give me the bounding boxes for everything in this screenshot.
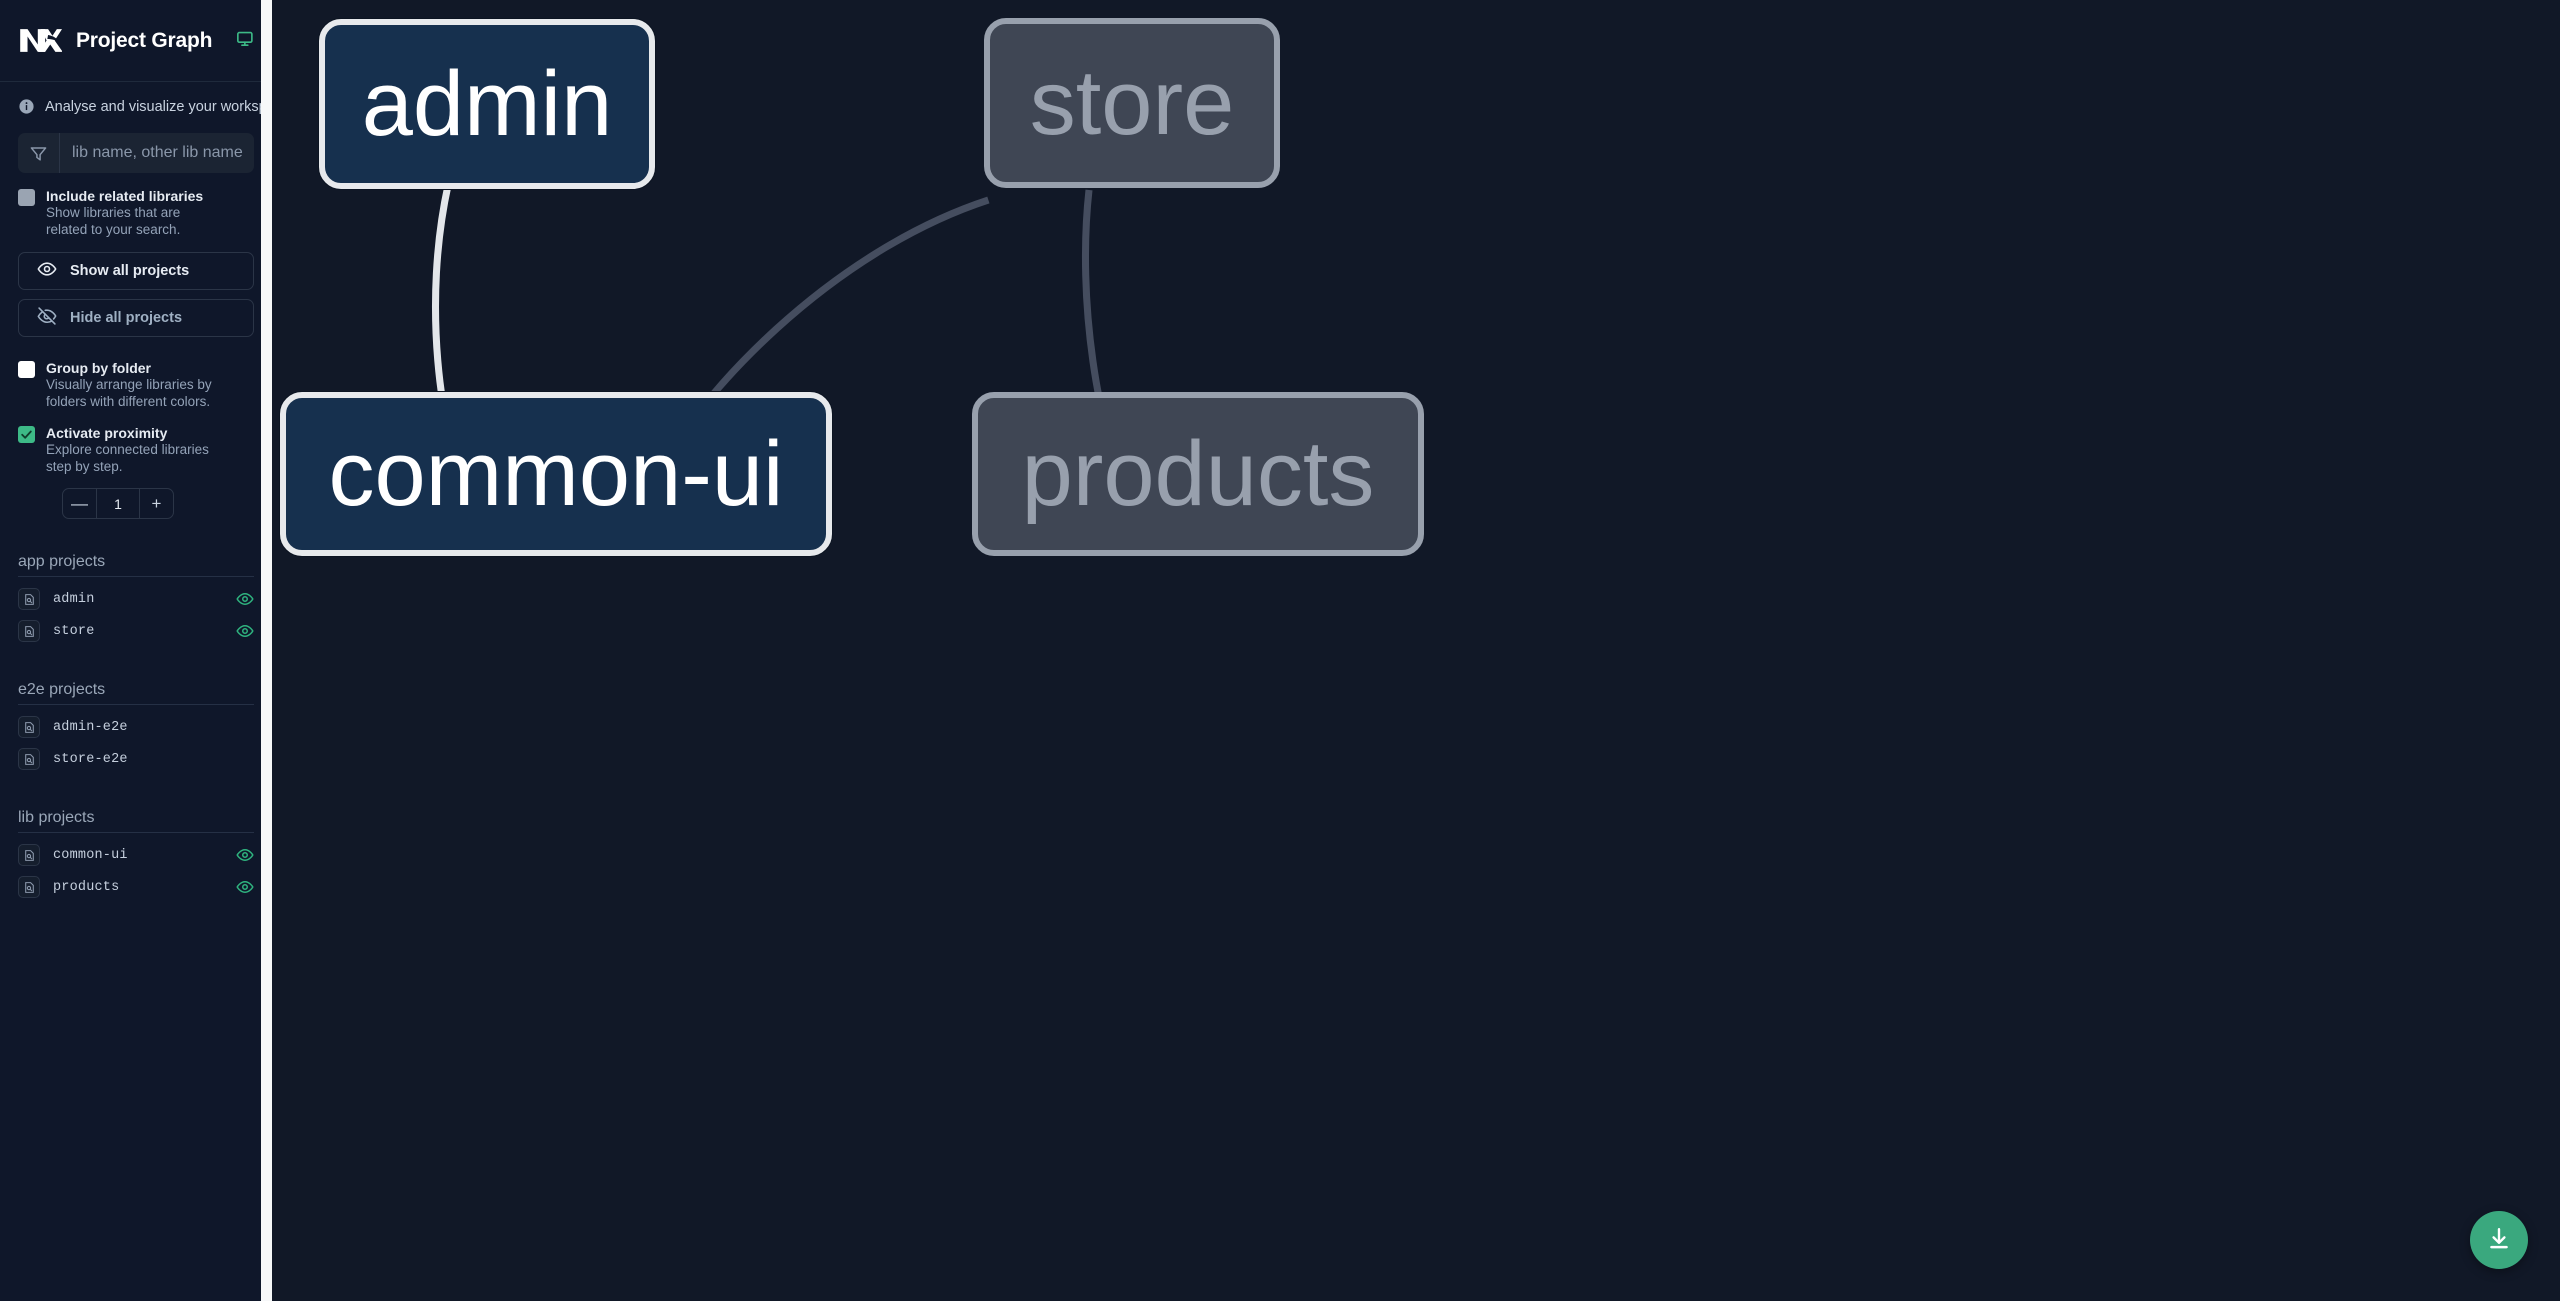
- group-by-folder-checkbox[interactable]: [18, 361, 35, 378]
- project-visibility-eye-icon[interactable]: [236, 590, 254, 608]
- show-all-projects-button[interactable]: Show all projects: [18, 252, 254, 290]
- project-name: store-e2e: [53, 751, 128, 767]
- group-title: e2e projects: [18, 681, 106, 698]
- graph-canvas[interactable]: admin store common-ui products: [272, 0, 2560, 1301]
- option-description: Show libraries that are related to your …: [46, 205, 181, 237]
- hide-all-projects-button[interactable]: Hide all projects: [18, 299, 254, 337]
- proximity-decrement-button[interactable]: —: [63, 489, 97, 518]
- project-row-store-e2e[interactable]: store-e2e: [18, 743, 254, 775]
- hide-all-projects-label: Hide all projects: [70, 310, 183, 326]
- project-group-app: app projects admin: [0, 553, 272, 647]
- divider: [18, 704, 254, 705]
- option-title: Include related libraries: [46, 188, 204, 204]
- graph-node-label: common-ui: [328, 423, 784, 525]
- option-group-by-folder[interactable]: Group by folder Visually arrange librari…: [0, 337, 272, 410]
- group-title: app projects: [18, 553, 106, 570]
- option-include-related-libraries[interactable]: Include related libraries Show libraries…: [0, 173, 272, 238]
- project-icon: [18, 620, 40, 642]
- graph-edges: [432, 184, 1140, 520]
- proximity-increment-button[interactable]: +: [139, 489, 173, 518]
- search-box[interactable]: [18, 133, 254, 173]
- proximity-value: 1: [114, 495, 122, 512]
- project-row-common-ui[interactable]: common-ui: [18, 839, 254, 871]
- project-row-admin-e2e[interactable]: admin-e2e: [18, 711, 254, 743]
- project-row-store[interactable]: store: [18, 615, 254, 647]
- monitor-icon[interactable]: [236, 30, 254, 52]
- activate-proximity-checkbox[interactable]: [18, 426, 35, 443]
- project-name: store: [53, 623, 95, 639]
- project-name: common-ui: [53, 847, 128, 863]
- option-activate-proximity[interactable]: Activate proximity Explore connected lib…: [0, 410, 272, 475]
- project-icon: [18, 716, 40, 738]
- graph-node-common-ui[interactable]: common-ui: [280, 392, 832, 556]
- eye-off-icon: [37, 306, 57, 330]
- project-visibility-eye-icon[interactable]: [236, 846, 254, 864]
- project-icon: [18, 876, 40, 898]
- sidebar: Project Graph Analyse and visualize your…: [0, 0, 272, 1301]
- graph-node-label: products: [1021, 423, 1375, 525]
- project-name: admin: [53, 591, 95, 607]
- project-visibility-eye-icon[interactable]: [236, 878, 254, 896]
- graph-node-admin[interactable]: admin: [319, 19, 655, 189]
- filter-funnel-icon: [18, 133, 60, 173]
- option-description: Explore connected libraries step by step…: [46, 442, 209, 474]
- option-description: Visually arrange libraries by folders wi…: [46, 377, 212, 409]
- show-all-projects-label: Show all projects: [70, 263, 190, 279]
- divider: [18, 832, 254, 833]
- project-row-admin[interactable]: admin: [18, 583, 254, 615]
- bulk-visibility-buttons: Show all projects Hide all projects: [0, 238, 272, 337]
- search-section: [0, 129, 272, 173]
- project-visibility-eye-icon[interactable]: [236, 622, 254, 640]
- project-icon: [18, 748, 40, 770]
- nx-logo-icon: [18, 24, 63, 58]
- page-title: Project Graph: [76, 28, 213, 52]
- project-row-products[interactable]: products: [18, 871, 254, 903]
- sidebar-scrollbar[interactable]: [261, 0, 272, 1301]
- proximity-stepper: — 1 +: [62, 488, 174, 519]
- sidebar-header: Project Graph: [0, 0, 272, 82]
- tagline-row: Analyse and visualize your workspace.: [0, 82, 272, 129]
- project-icon: [18, 844, 40, 866]
- download-graph-button[interactable]: [2470, 1211, 2528, 1269]
- eye-icon: [37, 259, 57, 283]
- download-icon: [2486, 1226, 2512, 1255]
- graph-node-label: store: [1029, 52, 1235, 154]
- graph-node-products[interactable]: products: [972, 392, 1424, 556]
- project-group-lib: lib projects common-ui: [0, 809, 272, 903]
- divider: [18, 576, 254, 577]
- project-icon: [18, 588, 40, 610]
- project-name: admin-e2e: [53, 719, 128, 735]
- include-related-libraries-checkbox[interactable]: [18, 189, 35, 206]
- graph-node-label: admin: [361, 53, 613, 155]
- tagline-text: Analyse and visualize your workspace.: [45, 98, 272, 115]
- option-title: Group by folder: [46, 360, 151, 376]
- project-name: products: [53, 879, 120, 895]
- project-group-e2e: e2e projects admin-e2e store-e2e: [0, 681, 272, 775]
- info-icon: [18, 98, 35, 115]
- group-title: lib projects: [18, 809, 95, 826]
- option-title: Activate proximity: [46, 425, 168, 441]
- graph-node-store[interactable]: store: [984, 18, 1280, 188]
- search-input[interactable]: [60, 133, 254, 173]
